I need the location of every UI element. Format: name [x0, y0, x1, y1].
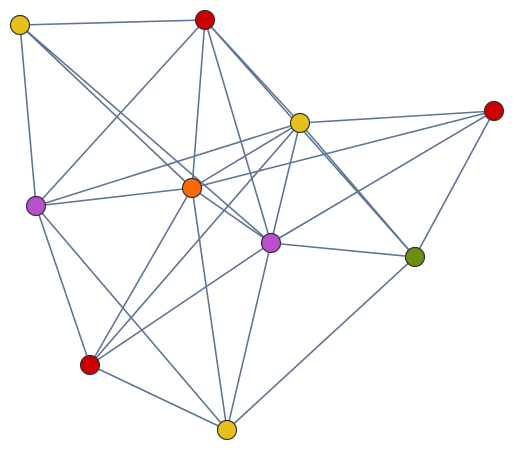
edge-n5-n10: [35, 205, 228, 431]
edge-n1-n2: [19, 19, 206, 26]
edge-n5-n6: [35, 187, 193, 207]
edge-n1-n7: [19, 24, 272, 244]
edge-n7-n10: [226, 242, 272, 431]
edge-n8-n10: [226, 256, 416, 431]
node-n1: [9, 14, 31, 36]
node-n5: [25, 195, 47, 217]
edge-n4-n7: [270, 110, 495, 244]
edge-n5-n9: [35, 205, 91, 366]
edge-n2-n7: [204, 19, 272, 244]
edge-n4-n8: [414, 110, 495, 258]
edge-n2-n5: [35, 19, 206, 207]
edge-n6-n7: [191, 187, 272, 244]
edge-n3-n7: [270, 122, 301, 244]
node-n6: [181, 177, 203, 199]
edge-n9-n10: [89, 364, 228, 431]
node-n8: [404, 246, 426, 268]
edge-n1-n5: [19, 24, 37, 207]
node-n4: [483, 100, 505, 122]
edge-n4-n6: [191, 110, 495, 189]
edge-n6-n9: [89, 187, 193, 366]
edge-n6-n10: [191, 187, 228, 431]
edge-n7-n8: [270, 242, 416, 258]
edge-n7-n9: [89, 242, 272, 366]
edge-n2-n6: [191, 19, 206, 189]
edges-layer: [19, 19, 495, 431]
edge-n3-n8: [299, 122, 416, 258]
node-n10: [216, 419, 238, 441]
nodes-layer: [9, 9, 505, 441]
edge-n3-n4: [299, 110, 495, 124]
edge-n1-n6: [19, 24, 193, 189]
edge-n3-n9: [89, 122, 301, 366]
edge-n3-n5: [35, 122, 301, 207]
node-n9: [79, 354, 101, 376]
node-n3: [289, 112, 311, 134]
edge-n2-n8: [204, 19, 416, 258]
edge-n3-n6: [191, 122, 301, 189]
node-n2: [194, 9, 216, 31]
node-n7: [260, 232, 282, 254]
